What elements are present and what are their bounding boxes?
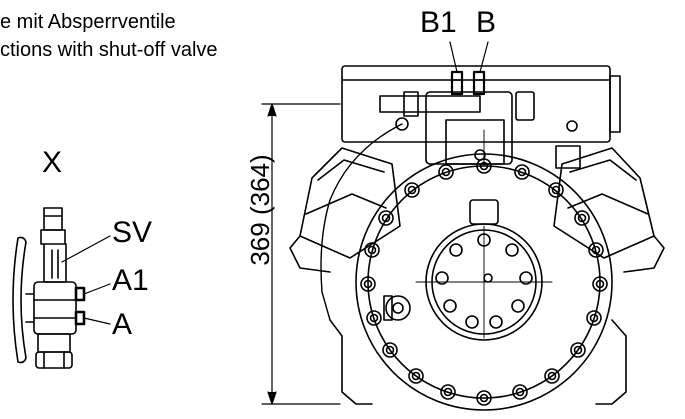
foot-left: [341, 335, 373, 405]
compressor-drawing: [289, 41, 665, 411]
fitting-b1: [450, 70, 464, 96]
callout-a1: A1: [112, 264, 149, 297]
flange-bolts: [360, 158, 608, 406]
sight-glass: [385, 295, 411, 321]
leader-a: [83, 317, 111, 325]
callout-a: A: [112, 308, 133, 341]
valve-cap: [43, 207, 63, 231]
connection-b-label: B: [476, 6, 497, 39]
detail-view-label: X: [42, 146, 63, 179]
port-a: [74, 310, 86, 326]
valve-flange: [12, 236, 27, 364]
leader-a1: [83, 283, 111, 295]
height-dimension: [261, 103, 341, 405]
connection-b1-label: B1: [420, 6, 457, 39]
fitting-b: [472, 70, 486, 96]
height-dimension-text: 369 (364): [245, 154, 275, 266]
port-a1: [74, 286, 86, 302]
leader-sv: [61, 235, 111, 263]
foot-right: [595, 335, 627, 405]
detail-valve-drawing: [12, 207, 111, 369]
callout-sv: SV: [112, 216, 153, 249]
valve-block-center: [425, 91, 513, 165]
caption-line-english: ctions with shut-off valve: [0, 39, 218, 61]
caption-line-german: e mit Absperrventile: [0, 11, 176, 33]
valve-body: [33, 281, 77, 335]
